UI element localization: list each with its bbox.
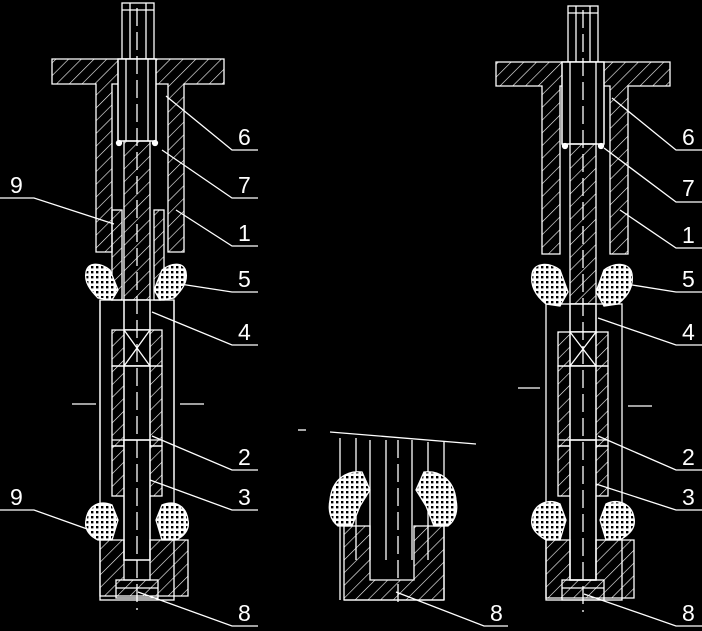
base-middle	[343, 525, 445, 601]
label-8-right: 8	[682, 600, 695, 626]
seal-lower-right	[530, 501, 567, 541]
label-9-left-upper: 9	[10, 172, 23, 198]
label-6-left: 6	[238, 124, 251, 150]
base-cap-right	[545, 539, 635, 599]
label-7-left: 7	[238, 172, 251, 198]
seal-middle-left	[328, 471, 371, 527]
label-1-right: 1	[682, 222, 695, 248]
label-9-left-lower: 9	[10, 484, 23, 510]
label-2-right: 2	[682, 444, 695, 470]
label-4-left: 4	[238, 319, 251, 345]
seal-lower-left	[84, 502, 119, 541]
seal-upper-right	[530, 263, 569, 307]
label-2-left: 2	[238, 444, 251, 470]
base-cap-left	[99, 539, 189, 597]
label-5-right: 5	[682, 266, 695, 292]
label-3-left: 3	[238, 484, 251, 510]
label-4-right: 4	[682, 319, 695, 345]
right-assembly	[495, 5, 702, 627]
label-7-right: 7	[682, 175, 695, 201]
label-3-right: 3	[682, 484, 695, 510]
label-6-right: 6	[682, 124, 695, 150]
left-labels: 6 7 1 5 4 2 3 8 9 9	[10, 124, 251, 626]
seal-upper-left	[84, 263, 119, 301]
label-1-left: 1	[238, 220, 251, 246]
screw-head-left	[121, 2, 155, 60]
seal-middle-right	[415, 471, 458, 527]
label-8-middle: 8	[490, 600, 503, 626]
left-assembly	[0, 2, 258, 627]
right-labels: 6 7 1 5 4 2 3 8	[682, 124, 695, 626]
label-5-left: 5	[238, 266, 251, 292]
middle-detail	[298, 429, 508, 627]
label-8-left: 8	[238, 600, 251, 626]
flange-left	[51, 58, 225, 253]
